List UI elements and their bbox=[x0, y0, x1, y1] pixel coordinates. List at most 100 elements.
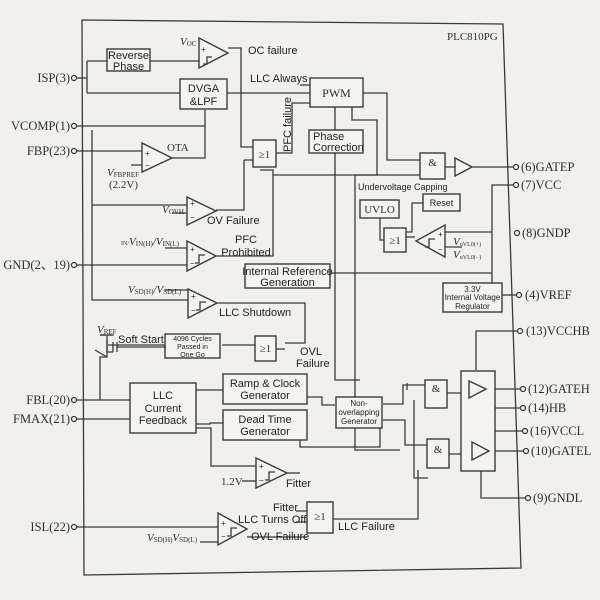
and-gate-gatep: & bbox=[419, 152, 446, 180]
svg-text:overlapping: overlapping bbox=[338, 408, 379, 417]
vin-label: IN/VIN(H)/VIN(L) bbox=[121, 236, 180, 248]
and-gate-low: & bbox=[426, 438, 450, 469]
chip-name: PLC810PG bbox=[447, 31, 498, 43]
pin-label: (9)GNDL bbox=[533, 491, 582, 505]
svg-text:≥1: ≥1 bbox=[259, 149, 271, 161]
pfc-prohibit-comparator: + − bbox=[186, 239, 218, 273]
pin-label: (4)VREF bbox=[525, 288, 572, 302]
pin-hb: (14)HB bbox=[519, 401, 566, 415]
non-overlapping-generator-block: Non- overlapping Generator bbox=[335, 396, 383, 429]
svg-text:&: & bbox=[432, 383, 441, 395]
svg-text:&: & bbox=[434, 444, 443, 456]
svg-text:−: − bbox=[190, 213, 195, 222]
or-gate-llc-failure: ≥1 bbox=[306, 501, 334, 534]
fitter-label: Fitter bbox=[286, 478, 311, 490]
vsd-isl-label: VSD(H)VSD(L) bbox=[147, 532, 198, 544]
svg-text:&LPF: &LPF bbox=[190, 96, 218, 108]
pin-terminal bbox=[70, 74, 78, 82]
ov-comparator: + − bbox=[186, 195, 218, 227]
pin-terminal bbox=[70, 261, 78, 269]
ovl-failure-label-1: OVL bbox=[300, 346, 322, 358]
hysteresis-icon bbox=[227, 527, 237, 537]
fitter-comparator: + − bbox=[255, 456, 289, 490]
voltage-regulator-block: 3.3V Internal Voltage Regulator bbox=[442, 282, 503, 313]
svg-text:Phase: Phase bbox=[113, 61, 144, 73]
low-side-driver-icon bbox=[471, 440, 491, 462]
pin-fmax: FMAX(21) bbox=[13, 412, 78, 426]
svg-text:Dead Time: Dead Time bbox=[238, 414, 291, 426]
svg-text:One Go: One Go bbox=[180, 352, 205, 359]
svg-text:PWM: PWM bbox=[322, 86, 351, 100]
svg-text:≥1: ≥1 bbox=[260, 343, 272, 355]
pin-gateh: (12)GATEH bbox=[519, 382, 590, 396]
pin-fbp: FBP(23) bbox=[27, 144, 78, 158]
soft-start-transistor-icon bbox=[100, 334, 166, 353]
svg-text:Internal Reference: Internal Reference bbox=[242, 266, 333, 278]
vref-label: VREF bbox=[97, 324, 117, 336]
pin-label: (7)VCC bbox=[521, 178, 561, 192]
pin-vref: (4)VREF bbox=[515, 288, 572, 302]
pin-label: ISL(22) bbox=[30, 520, 70, 534]
pin-gatep: (6)GATEP bbox=[512, 160, 575, 174]
hysteresis-icon bbox=[195, 254, 205, 264]
llc-always-label: LLC Always bbox=[250, 73, 308, 85]
pin-terminal bbox=[70, 122, 78, 130]
pin-label: FBL(20) bbox=[26, 393, 70, 407]
svg-text:UVLO: UVLO bbox=[364, 204, 395, 216]
pin-terminal bbox=[70, 396, 78, 404]
vovh-label: VOVH bbox=[162, 204, 184, 216]
svg-text:Generator: Generator bbox=[240, 390, 290, 402]
svg-text:3.3V: 3.3V bbox=[464, 285, 481, 294]
svg-text:Current: Current bbox=[145, 403, 182, 415]
pin-gndl: (9)GNDL bbox=[524, 491, 582, 505]
pin-terminal bbox=[70, 523, 78, 531]
svg-text:Ramp & Clock: Ramp & Clock bbox=[230, 378, 301, 390]
vfbpref-label: VFBPREF bbox=[107, 167, 139, 179]
llc-turns-off-label: LLC Turns Off bbox=[238, 514, 307, 526]
and-gate-high: & bbox=[424, 379, 448, 409]
pin-gatel: (10)GATEL bbox=[522, 444, 591, 458]
svg-text:&: & bbox=[428, 157, 437, 169]
isl-comparator: + − bbox=[217, 511, 249, 547]
internal-reference-block: Internal Reference Generation bbox=[242, 263, 333, 289]
uvlo-block: UVLO bbox=[359, 199, 400, 219]
ota-label: OTA bbox=[167, 142, 189, 154]
svg-text:+: + bbox=[190, 245, 195, 254]
pin-label: FMAX(21) bbox=[13, 412, 70, 426]
svg-text:Non-: Non- bbox=[350, 399, 368, 408]
high-side-driver-icon bbox=[468, 379, 488, 400]
svg-text:−: − bbox=[438, 245, 443, 254]
reset-block: Reset bbox=[422, 193, 461, 212]
vuvlo-plus-label: VuVL0(+) bbox=[453, 236, 481, 248]
svg-text:DVGA: DVGA bbox=[188, 83, 220, 95]
pin-terminal bbox=[519, 404, 527, 412]
pin-terminal bbox=[513, 229, 521, 237]
svg-text:Generator: Generator bbox=[240, 426, 290, 438]
pfc-prohibited-label-2: Prohibited bbox=[221, 247, 271, 259]
llc-shutdown-label: LLC Shutdown bbox=[219, 307, 291, 319]
pin-terminal bbox=[515, 291, 523, 299]
pin-terminal bbox=[512, 163, 520, 171]
or-gate-pfc: ≥1 bbox=[252, 139, 277, 168]
pin-gndp: (8)GNDP bbox=[513, 226, 571, 240]
voc-label: VOC bbox=[180, 36, 197, 48]
svg-text:Generation: Generation bbox=[260, 277, 314, 289]
pin-label: GND(2、19) bbox=[3, 258, 70, 272]
pfc-prohibited-label-1: PFC bbox=[235, 234, 257, 246]
pin-label: (13)VCCHB bbox=[526, 324, 590, 338]
svg-text:+: + bbox=[438, 230, 443, 239]
svg-text:Reverse: Reverse bbox=[108, 50, 149, 62]
svg-text:≥1: ≥1 bbox=[389, 235, 401, 247]
hysteresis-icon bbox=[265, 471, 275, 481]
pin-label: ISP(3) bbox=[37, 71, 70, 85]
svg-text:Correction: Correction bbox=[313, 142, 364, 154]
ovl-failure-label-2: Failure bbox=[296, 358, 330, 370]
chip-outline bbox=[81, 19, 522, 576]
pin-label: (12)GATEH bbox=[528, 382, 590, 396]
pin-label: (8)GNDP bbox=[522, 226, 571, 240]
uvlo-comparator: + − bbox=[414, 223, 446, 259]
svg-text:≥1: ≥1 bbox=[314, 511, 326, 523]
svg-text:+: + bbox=[259, 462, 264, 471]
v12-label: 1.2V bbox=[221, 476, 243, 488]
